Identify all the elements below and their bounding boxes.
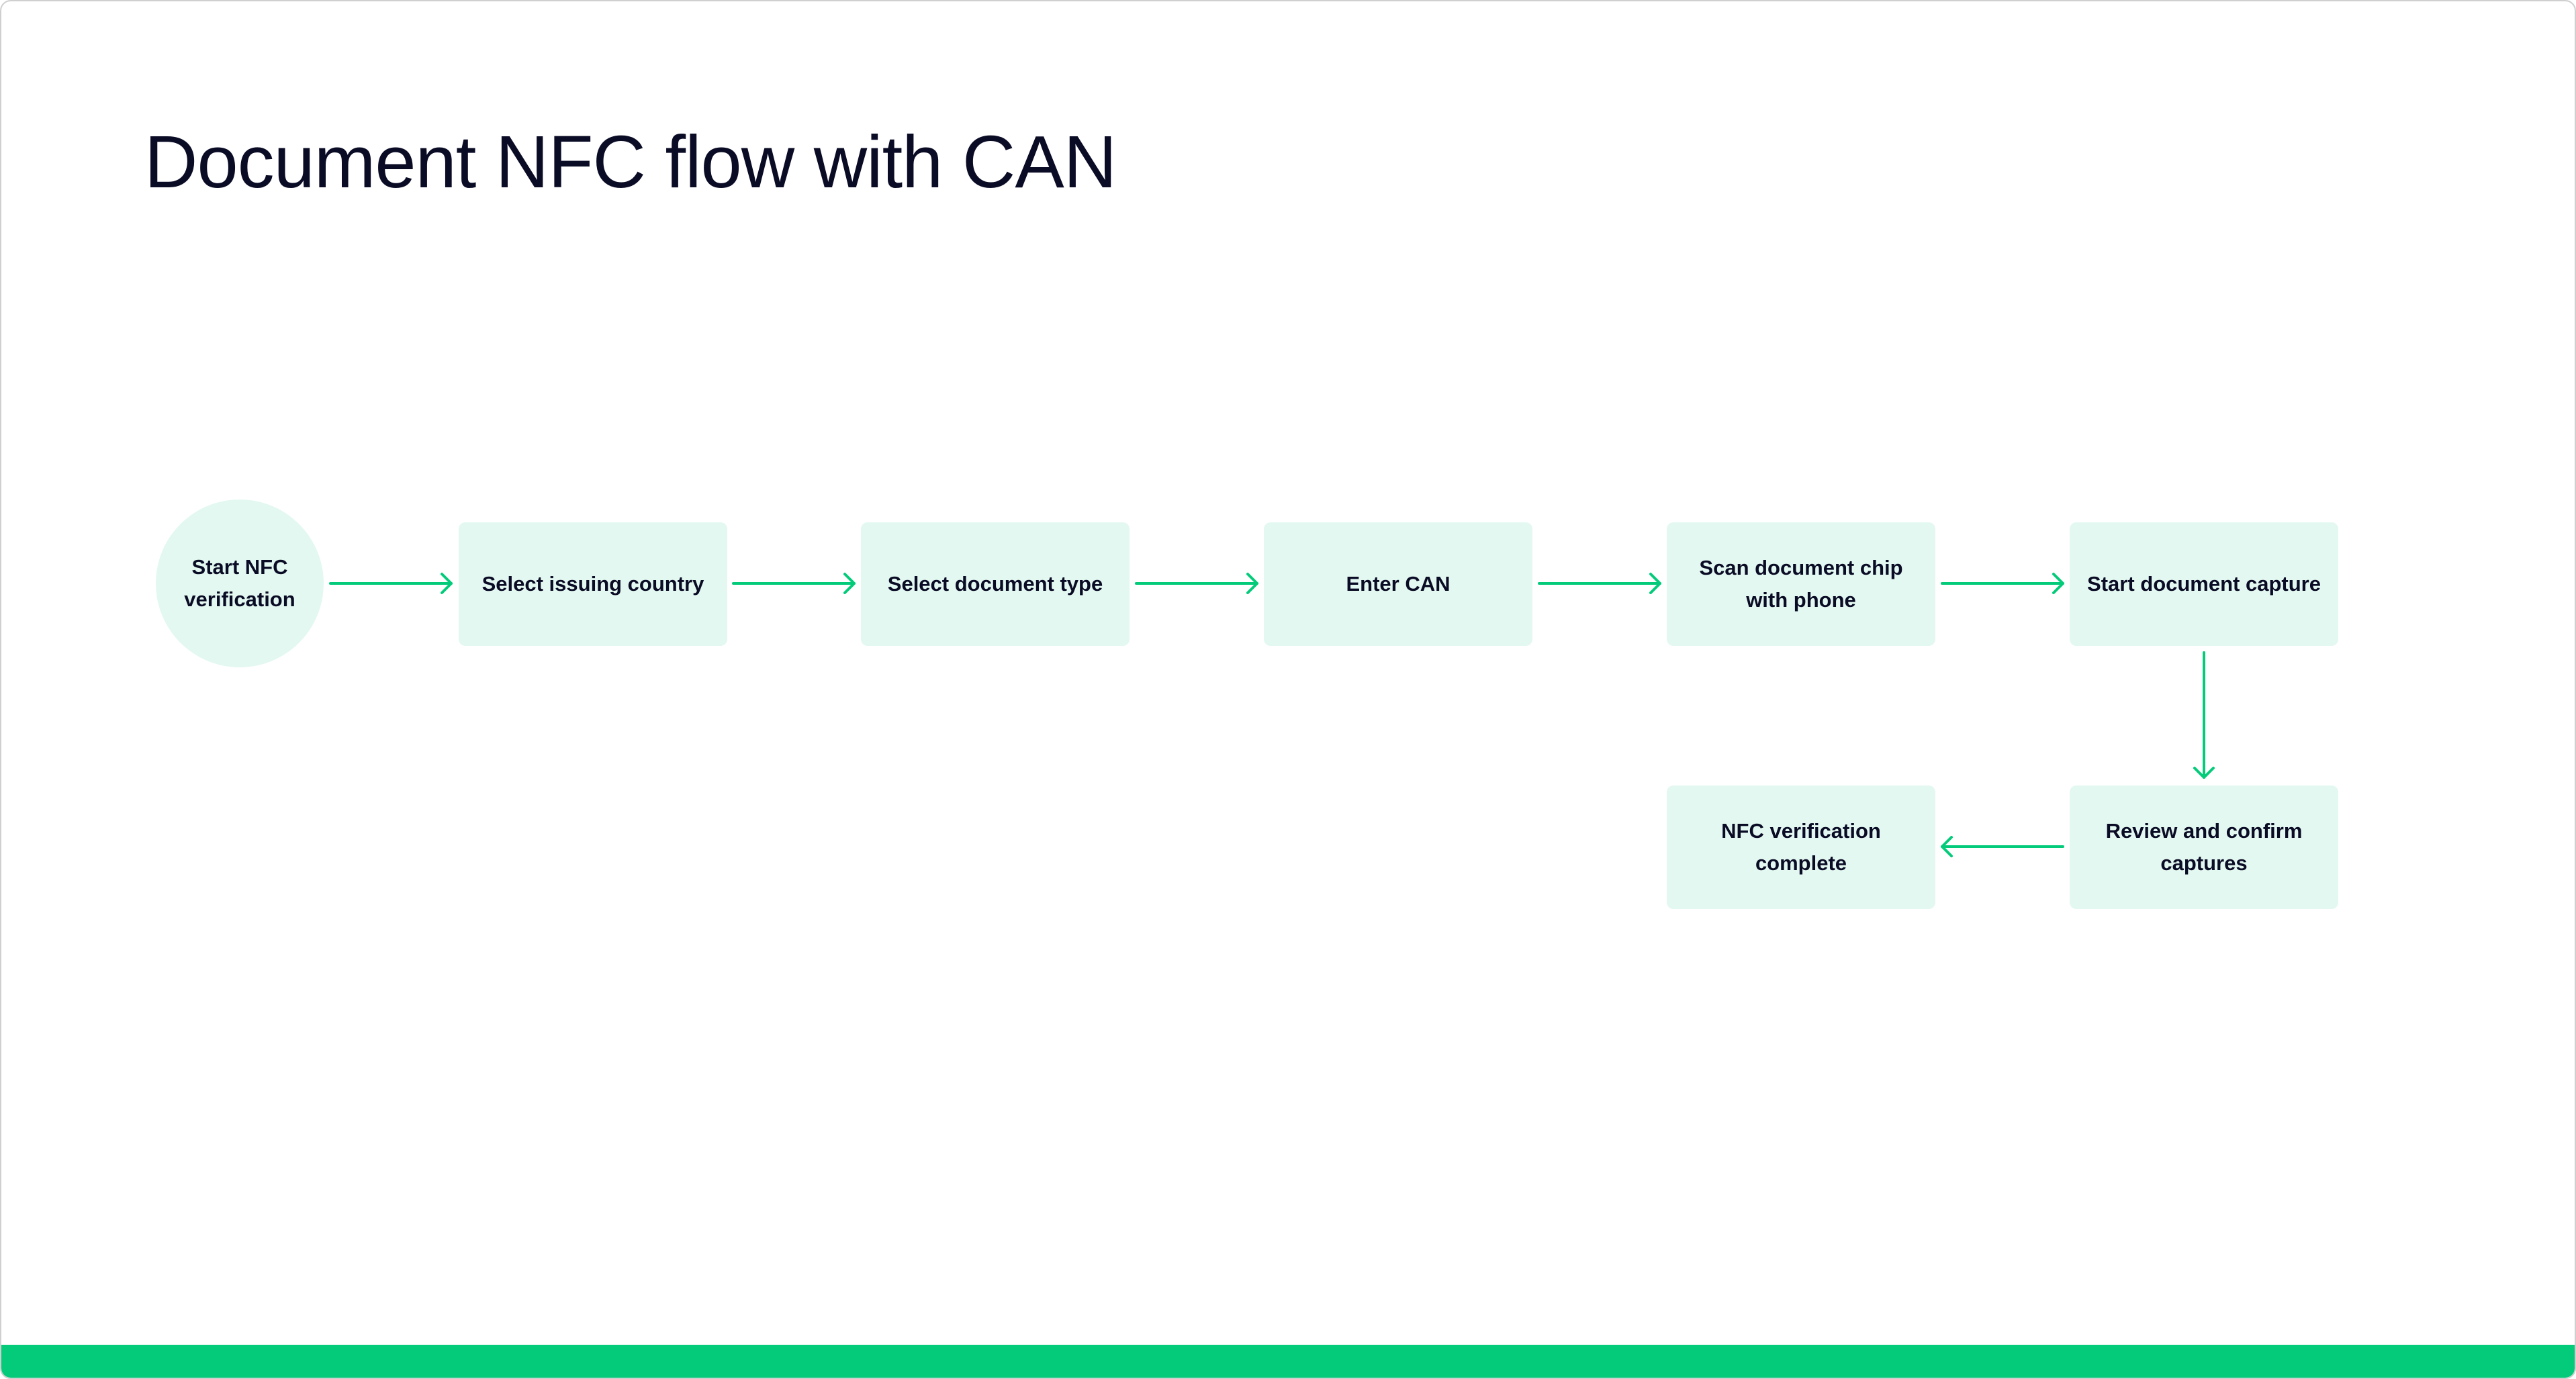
node-label: Scan document chip with phone	[1699, 556, 1903, 612]
node-label: Select issuing country	[481, 572, 704, 596]
arrowhead-right-icon	[1246, 573, 1258, 594]
arrow-select-country-to-document-type	[732, 573, 856, 594]
node-nfc-verification-complete[interactable]: NFC verification complete	[1667, 786, 1935, 909]
arrowhead-right-icon	[843, 573, 856, 594]
node-start-document-capture[interactable]: Start document capture	[2070, 522, 2338, 646]
arrowhead-right-icon	[2052, 573, 2064, 594]
node-enter-can[interactable]: Enter CAN	[1264, 522, 1532, 646]
node-scan-document-chip[interactable]: Scan document chip with phone	[1667, 522, 1935, 646]
arrowhead-right-icon	[1649, 573, 1661, 594]
arrow-document-type-to-enter-can	[1135, 573, 1258, 594]
node-label: Select document type	[887, 572, 1103, 596]
node-label: Review and confirm captures	[2105, 819, 2303, 875]
arrowhead-left-icon	[1941, 836, 1953, 857]
node-review-and-confirm-captures[interactable]: Review and confirm captures	[2070, 786, 2338, 909]
node-label: Start document capture	[2087, 572, 2321, 596]
node-label: Enter CAN	[1346, 572, 1451, 596]
node-label: NFC verification complete	[1721, 819, 1881, 875]
arrow-review-to-complete	[1941, 836, 2064, 857]
arrow-enter-can-to-scan-chip	[1538, 573, 1661, 594]
arrow-scan-chip-to-start-capture	[1941, 573, 2064, 594]
arrowhead-down-icon	[2193, 767, 2215, 779]
node-start-nfc-verification[interactable]: Start NFC verification	[156, 500, 324, 667]
arrow-start-to-select-country	[329, 573, 453, 594]
node-label: Start NFC verification	[184, 555, 295, 611]
node-select-document-type[interactable]: Select document type	[861, 522, 1130, 646]
node-select-issuing-country[interactable]: Select issuing country	[459, 522, 727, 646]
footer-accent-bar	[1, 1345, 2575, 1378]
page-title: Document NFC flow with CAN	[144, 121, 1117, 203]
arrowhead-right-icon	[441, 573, 453, 594]
arrow-start-capture-to-review	[2193, 651, 2215, 779]
